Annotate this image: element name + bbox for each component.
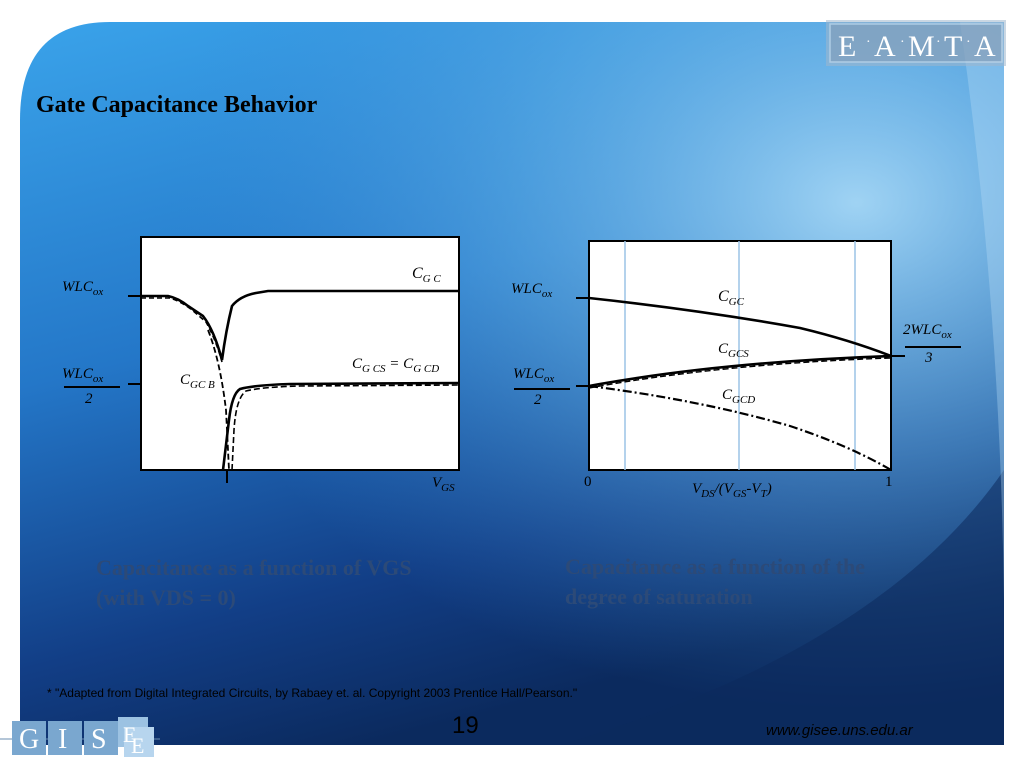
right-label-cgc: CGC <box>718 288 744 309</box>
right-plot <box>576 240 905 471</box>
left-label-cgcb: CGC B <box>180 372 215 391</box>
curve-cgcs-cgcd-dashed <box>231 384 460 471</box>
right-y-label-wlcox: WLCox <box>511 281 553 300</box>
gisee-logo: G I S E E <box>0 717 160 758</box>
curve-cgcd <box>588 384 892 471</box>
right-x-axis-label: VDS/(VGS-VT) <box>692 481 772 500</box>
curve-cgc <box>588 296 892 358</box>
slide-title: Gate Capacitance Behavior <box>36 92 318 118</box>
page-number: 19 <box>452 712 479 739</box>
right-fraction-bar-left <box>514 388 570 390</box>
curve-cgc-dashed <box>141 297 223 363</box>
left-caption: Capacitance as a function of VGS (with V… <box>96 553 412 613</box>
right-label-cgcd: CGCD <box>722 387 756 406</box>
eamta-letter: E <box>838 30 856 63</box>
left-caption-line1: Capacitance as a function of VGS <box>96 555 412 580</box>
right-label-two-thirds-denominator: 3 <box>925 350 933 366</box>
left-x-axis-label: VGS <box>432 475 455 494</box>
eamta-letter: A <box>874 30 896 63</box>
website-link[interactable]: www.gisee.uns.edu.ar <box>766 722 913 739</box>
left-plot <box>128 236 460 483</box>
eamta-letter: M <box>908 30 935 63</box>
footnote: * "Adapted from Digital Integrated Circu… <box>47 686 578 700</box>
left-fraction-bar <box>64 386 120 388</box>
right-y-label-half: WLCox <box>513 366 555 385</box>
left-label-cgcs-equals-cgcd: CG CS = CG CD <box>352 356 440 375</box>
svg-text:·: · <box>936 35 941 50</box>
right-plot-frame <box>588 240 892 471</box>
svg-text:·: · <box>900 35 905 50</box>
left-caption-line2: (with VDS = 0) <box>96 585 236 610</box>
svg-text:·: · <box>866 35 871 50</box>
right-caption-line2: degree of saturation <box>565 584 753 609</box>
right-caption: Capacitance as a function of the degree … <box>565 552 865 612</box>
gisee-letter: E <box>123 722 136 747</box>
curve-cgcb <box>207 329 230 471</box>
eamta-letter: A <box>974 30 996 63</box>
right-fraction-bar-right <box>905 346 961 348</box>
right-y-label-denominator: 2 <box>534 392 542 408</box>
gisee-letter: G <box>19 724 39 755</box>
left-y-label-wlcox: WLCox <box>62 279 104 298</box>
left-plot-frame <box>140 236 460 471</box>
gisee-letter: S <box>91 724 107 755</box>
left-y-label-half: WLCox <box>62 366 104 385</box>
eamta-letter: T <box>944 30 962 63</box>
curve-cgcs <box>588 354 892 388</box>
left-y-label-denominator: 2 <box>85 391 93 407</box>
right-x-tick-0: 0 <box>584 474 592 490</box>
right-label-cgcs: CGCS <box>718 341 749 360</box>
curve-cgcs-cgcd <box>221 381 460 471</box>
left-label-cgc: CG C <box>412 265 441 286</box>
svg-text:·: · <box>966 35 971 50</box>
right-caption-line1: Capacitance as a function of the <box>565 554 866 579</box>
gisee-letter: I <box>58 724 67 755</box>
eamta-logo: E A M T A · · · · <box>826 20 1006 66</box>
right-label-two-thirds: 2WLCox <box>903 322 952 341</box>
right-x-tick-1: 1 <box>885 474 893 490</box>
gisee-letter: E <box>131 733 144 758</box>
